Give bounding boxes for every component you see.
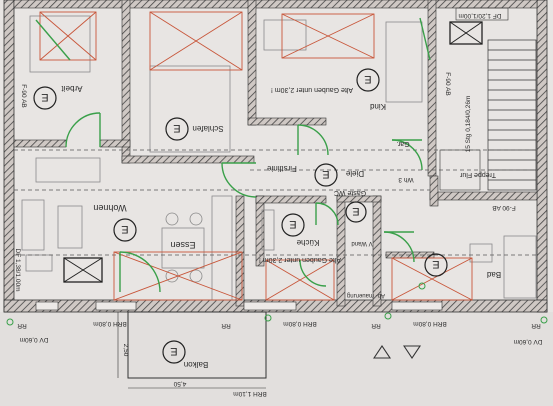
label-rr-3: RR [371, 322, 381, 329]
marker-letter: E [364, 73, 371, 85]
room-label-schlafen: Schlafen [192, 124, 223, 133]
label-rr-2: RR [221, 322, 231, 329]
marker-letters: E E E E E E E E E [41, 73, 439, 357]
label-rr-1: RR [17, 322, 27, 329]
interior-walls [13, 0, 538, 307]
label-top-right-window: DF 1,20/1,00m [459, 12, 502, 19]
label-f90-left: F-90 AB [20, 84, 27, 107]
label-brh-balkon: BRH 1,10m [233, 390, 267, 397]
room-label-kind: Kind [370, 102, 386, 111]
label-bottom-left-window: DF 1,38/1,00m [14, 249, 21, 292]
marker-letter: E [322, 168, 329, 180]
skylight-bottom-left [63, 257, 103, 283]
room-label-wohnen: Wohnen [93, 203, 126, 213]
label-dim-250: 2,50 [122, 344, 129, 357]
skylight-top-right [449, 7, 509, 45]
marker-letter: E [170, 345, 177, 357]
label-dv-left: DV 0,60m [20, 336, 49, 343]
room-label-gar: Gar. [396, 140, 409, 147]
label-f90-mid: F-90 AB [492, 204, 515, 211]
label-dv-right: DV 0,60m [514, 338, 543, 345]
room-label-bad: Bad [487, 270, 501, 279]
label-brh-3: BRH 0,80m [413, 320, 447, 327]
label-vwand: V Wand [351, 240, 372, 246]
room-label-treppe-flur: Treppe Flur [459, 171, 496, 178]
room-label-arbeit: Arbeit [61, 84, 83, 93]
label-rr-4: RR [531, 322, 541, 329]
marker-letter: E [121, 223, 128, 235]
room-label-alte-gauben-oben: Alte Gauben unter 2,30m ! [271, 86, 353, 93]
bottom-windows [35, 301, 443, 311]
room-label-alte-gauben-unten: Alte Gauben unter 2,30m ! [259, 256, 341, 263]
dormer-lines [14, 149, 537, 256]
electrical-markers [33, 68, 448, 364]
dormer-crosses [39, 11, 473, 301]
room-label-kueche: Küche [296, 238, 319, 247]
room-label-balkon: Balkon [184, 360, 208, 369]
label-brh-1: BRH 0,80m [93, 320, 127, 327]
room-label-diele: Diele [345, 169, 364, 178]
marker-letter: E [173, 122, 180, 134]
marker-letter: E [289, 218, 296, 230]
door-swings [35, 17, 431, 293]
section-markers [372, 345, 422, 359]
room-label-firstlinie: Firstlinie [267, 164, 297, 173]
label-f90-right: F-90 AB [444, 72, 451, 95]
label-dim-450: 4,50 [173, 380, 186, 387]
radiator-markers [6, 282, 548, 326]
label-brh-2: BRH 0,80m [283, 320, 317, 327]
room-label-gaeste-wc: Gäste WC [334, 189, 366, 196]
marker-letter: E [41, 91, 48, 103]
room-label-essen: Essen [170, 240, 195, 250]
marker-letter: E [432, 258, 439, 270]
balcony [117, 311, 267, 389]
label-stairs: 15 Stg 0,184/0,26m [465, 96, 472, 153]
label-abmauerung: Ab- mauerung [347, 292, 385, 298]
marker-letter: E [352, 205, 359, 217]
label-wh: Wh 3 [398, 176, 414, 183]
